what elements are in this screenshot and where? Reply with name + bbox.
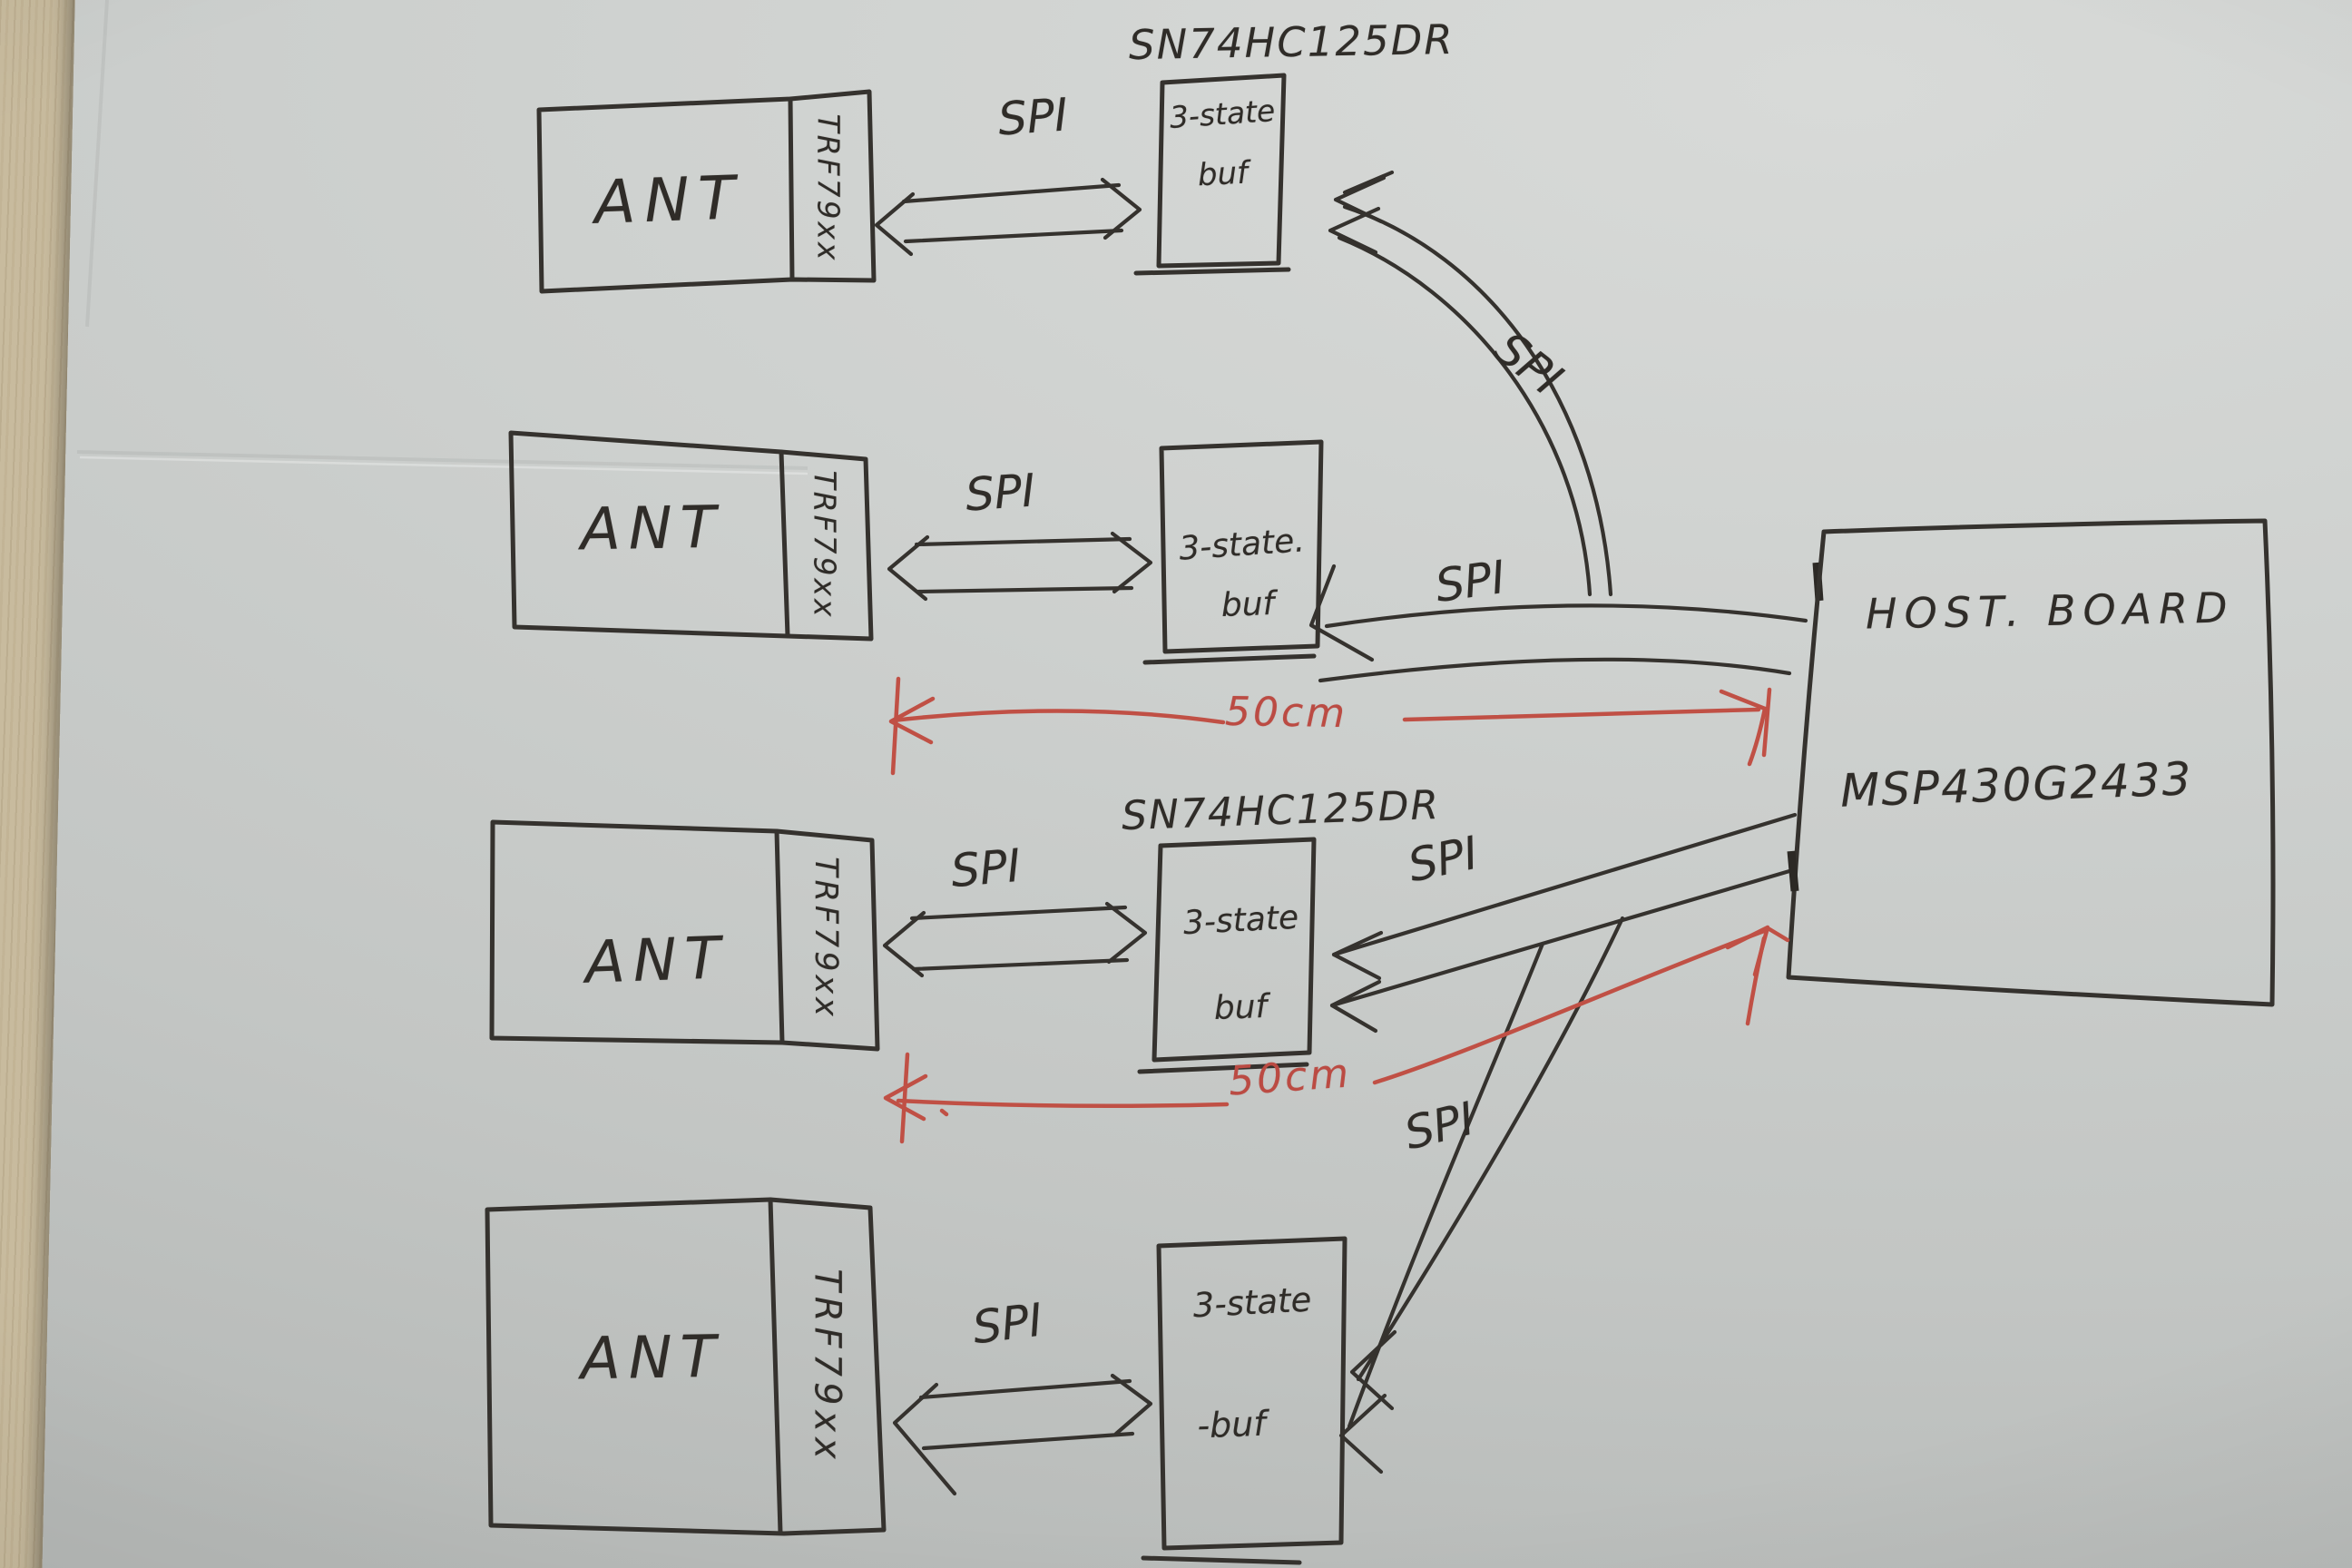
buffer4-line2: -buf [1196,1403,1267,1446]
trf-chip-label-3: TRF79xx [808,857,845,1020]
spi-label-ant3: SPI [948,838,1024,898]
ant-label-4: ANT [580,1323,725,1394]
spi-label-ant1: SPI [996,88,1070,146]
ant-label-2: ANT [580,494,725,564]
distance-label-2: 50cm [1227,1050,1353,1105]
ant-label-3: ANT [583,925,730,997]
spi-label-ant2: SPI [964,464,1037,522]
buffer-part-label-1: SN74HC125DR [1128,15,1455,70]
buffer3-line1: 3-state [1181,898,1300,943]
trf-chip-label-2: TRF79xx [807,470,843,620]
paper-crease [76,450,808,470]
spi-label-host-buf2: SPI [1432,550,1509,613]
spi-label-ant4: SPI [969,1293,1045,1355]
distance-label-1: 50cm [1224,688,1348,738]
buffer2-line2: buf [1220,584,1275,625]
host-board-title: HOST. BOARD [1865,583,2235,639]
buffer1-line2: buf [1196,154,1250,194]
paper-crease-highlight [79,456,808,475]
ant-label-1: ANT [593,162,746,238]
trf-chip-label-1: TRF79xx [810,113,847,263]
trf-chip-label-4: TRF79xx [807,1269,849,1465]
buffer4-line1: 3-state [1191,1279,1313,1326]
paper-crease-left [85,0,109,328]
buffer3-line2: buf [1213,987,1268,1028]
